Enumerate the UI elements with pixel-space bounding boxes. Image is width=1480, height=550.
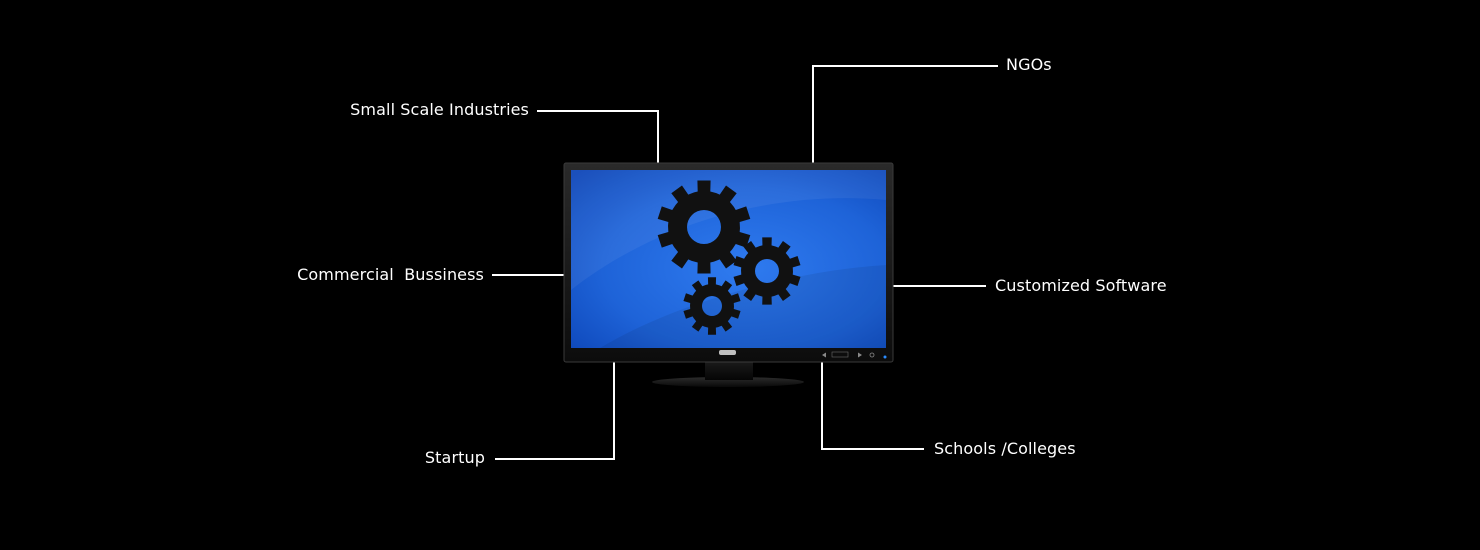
menu-button[interactable]	[831, 351, 849, 358]
power-led	[883, 355, 887, 359]
large-gear-shape	[657, 180, 751, 274]
monitor-base	[652, 377, 804, 387]
connector-schools	[821, 362, 924, 450]
left-arrow-icon[interactable]	[822, 352, 826, 358]
label-schools-colleges: Schools /Colleges	[934, 439, 1076, 458]
connector-startup	[495, 362, 615, 460]
monitor-logo-badge	[719, 350, 736, 355]
connector-ngos	[812, 65, 998, 164]
connector-small-scale	[537, 110, 659, 164]
label-ngos: NGOs	[1006, 55, 1052, 74]
connector-lines	[492, 65, 998, 460]
medium-gear-icon	[733, 237, 801, 305]
screen-sheen-lower	[600, 265, 886, 348]
large-gear-icon	[657, 180, 751, 274]
monitor-stand-neck	[705, 360, 753, 380]
monitor-control-panel	[822, 351, 875, 358]
small-gear-icon	[683, 277, 741, 335]
gears-icon	[657, 180, 801, 335]
label-small-scale-industries: Small Scale Industries	[350, 100, 529, 119]
label-customized-software: Customized Software	[995, 276, 1167, 295]
label-startup: Startup	[424, 448, 485, 467]
medium-gear-shape	[733, 237, 801, 305]
monitor	[563, 162, 894, 387]
label-commercial-business: Commercial Bussiness	[297, 265, 484, 284]
power-icon[interactable]	[869, 352, 875, 358]
screen-sheen	[571, 170, 886, 290]
small-gear-shape	[683, 277, 741, 335]
right-arrow-icon[interactable]	[858, 352, 862, 358]
